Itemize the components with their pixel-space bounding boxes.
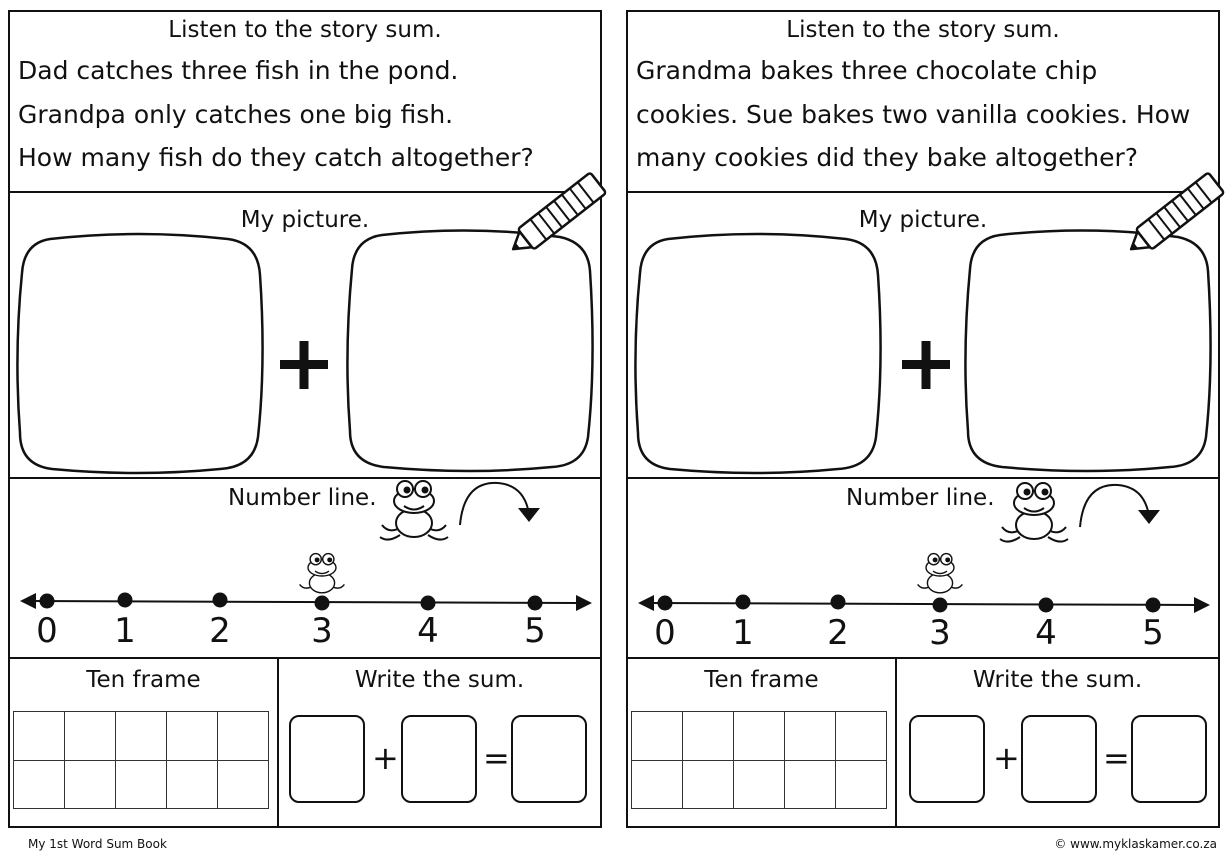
ten-frame-cell[interactable] (682, 711, 734, 761)
write-sum-label: Write the sum. (354, 667, 525, 693)
number-line-section: Number line. (628, 479, 1218, 659)
ten-frame-cell[interactable] (631, 759, 683, 809)
bottom-section: Ten frame Write the sum. + = (10, 659, 600, 828)
ten-frame-panel: Ten frame (628, 659, 897, 828)
curved-jump-arrow-icon (1079, 483, 1160, 528)
picture-section: My picture. (628, 172, 1225, 479)
ten-frame-cell[interactable] (115, 759, 167, 809)
picture-box-right[interactable] (964, 229, 1212, 473)
tick-label-3: 3 (929, 613, 951, 653)
tick-label-5: 5 (524, 611, 546, 651)
number-line (20, 592, 592, 611)
number-line-label: Number line. (228, 485, 377, 511)
footer-copyright: © www.myklaskamer.co.za (1054, 837, 1217, 851)
sum-box-second-addend[interactable] (1021, 715, 1097, 803)
picture-heading: My picture. (240, 207, 370, 233)
ten-frame-grid (631, 711, 887, 809)
ten-frame-cell[interactable] (115, 711, 167, 761)
story-line-3: How many fish do they catch altogether? (18, 143, 534, 172)
story-heading: Listen to the story sum. (786, 17, 1060, 43)
write-sum-panel: Write the sum. + = (897, 659, 1218, 828)
story-line-1: Grandma bakes three chocolate chip (636, 56, 1098, 85)
tick-label-5: 5 (1142, 613, 1164, 653)
sum-box-second-addend[interactable] (401, 715, 477, 803)
sum-equals-sign: = (1103, 739, 1130, 777)
curved-jump-arrow-icon (459, 481, 540, 526)
ten-frame-cell[interactable] (64, 759, 116, 809)
story-line-2: Grandpa only catches one big fish. (18, 100, 454, 129)
ten-frame-cell[interactable] (682, 759, 734, 809)
ten-frame-label: Ten frame (86, 667, 201, 693)
footer-book-title: My 1st Word Sum Book (28, 837, 167, 851)
ten-frame-cell[interactable] (784, 759, 836, 809)
small-frog-icon (299, 552, 345, 594)
tick-label-4: 4 (1035, 613, 1057, 653)
story-section: Listen to the story sum. Grandma bakes t… (628, 12, 1218, 193)
story-section: Listen to the story sum. Dad catches thr… (10, 12, 600, 193)
number-line (638, 594, 1210, 613)
ten-frame-cell[interactable] (784, 711, 836, 761)
ten-frame-cell[interactable] (13, 711, 65, 761)
worksheet-right: Listen to the story sum. Grandma bakes t… (626, 10, 1225, 828)
plus-icon (280, 341, 328, 389)
ten-frame-label: Ten frame (704, 667, 819, 693)
tick-label-3: 3 (311, 611, 333, 651)
ten-frame-cell[interactable] (166, 759, 218, 809)
bottom-section: Ten frame Write the sum. + = (628, 659, 1218, 828)
ten-frame-cell[interactable] (733, 711, 785, 761)
story-line-2: cookies. Sue bakes two vanilla cookies. … (636, 100, 1191, 129)
number-line-drawing (638, 482, 1210, 613)
sum-box-total[interactable] (511, 715, 587, 803)
tick-label-2: 2 (827, 613, 849, 653)
sum-box-first-addend[interactable] (909, 715, 985, 803)
picture-drawing-area (16, 172, 607, 475)
picture-drawing-area (634, 172, 1225, 475)
plus-icon (902, 341, 950, 389)
crayon-icon (1129, 172, 1225, 251)
picture-box-left[interactable] (16, 232, 264, 475)
sum-box-first-addend[interactable] (289, 715, 365, 803)
crayon-icon (511, 172, 607, 251)
sum-box-total[interactable] (1131, 715, 1207, 803)
frog-icon (999, 482, 1069, 543)
story-line-3: many cookies did they bake altogether? (636, 143, 1139, 172)
write-sum-label: Write the sum. (972, 667, 1143, 693)
small-frog-icon (917, 552, 963, 594)
picture-box-left[interactable] (634, 232, 882, 475)
tick-label-4: 4 (417, 611, 439, 651)
picture-box-right[interactable] (346, 229, 594, 473)
ten-frame-cell[interactable] (217, 759, 269, 809)
number-line-label: Number line. (846, 485, 995, 511)
ten-frame-cell[interactable] (733, 759, 785, 809)
tick-label-0: 0 (36, 611, 58, 651)
tick-label-0: 0 (654, 613, 676, 653)
ten-frame-cell[interactable] (217, 711, 269, 761)
frog-icon (379, 480, 449, 541)
ten-frame-cell[interactable] (835, 759, 887, 809)
ten-frame-cell[interactable] (13, 759, 65, 809)
sum-equals-sign: = (483, 739, 510, 777)
story-line-1: Dad catches three fish in the pond. (18, 56, 459, 85)
tick-label-1: 1 (114, 611, 136, 651)
tick-label-1: 1 (732, 613, 754, 653)
sum-plus-sign: + (372, 739, 399, 777)
story-heading: Listen to the story sum. (168, 17, 442, 43)
worksheet-left: Listen to the story sum. Dad catches thr… (8, 10, 607, 828)
sum-plus-sign: + (993, 739, 1020, 777)
ten-frame-cell[interactable] (166, 711, 218, 761)
number-line-section: Number line. (10, 479, 600, 659)
ten-frame-cell[interactable] (835, 711, 887, 761)
tick-label-2: 2 (209, 611, 231, 651)
ten-frame-cell[interactable] (64, 711, 116, 761)
ten-frame-grid (13, 711, 269, 809)
picture-section: My picture. (10, 172, 607, 479)
ten-frame-panel: Ten frame (10, 659, 279, 828)
write-sum-panel: Write the sum. + = (279, 659, 600, 828)
number-line-drawing (20, 480, 592, 611)
picture-heading: My picture. (858, 207, 988, 233)
ten-frame-cell[interactable] (631, 711, 683, 761)
